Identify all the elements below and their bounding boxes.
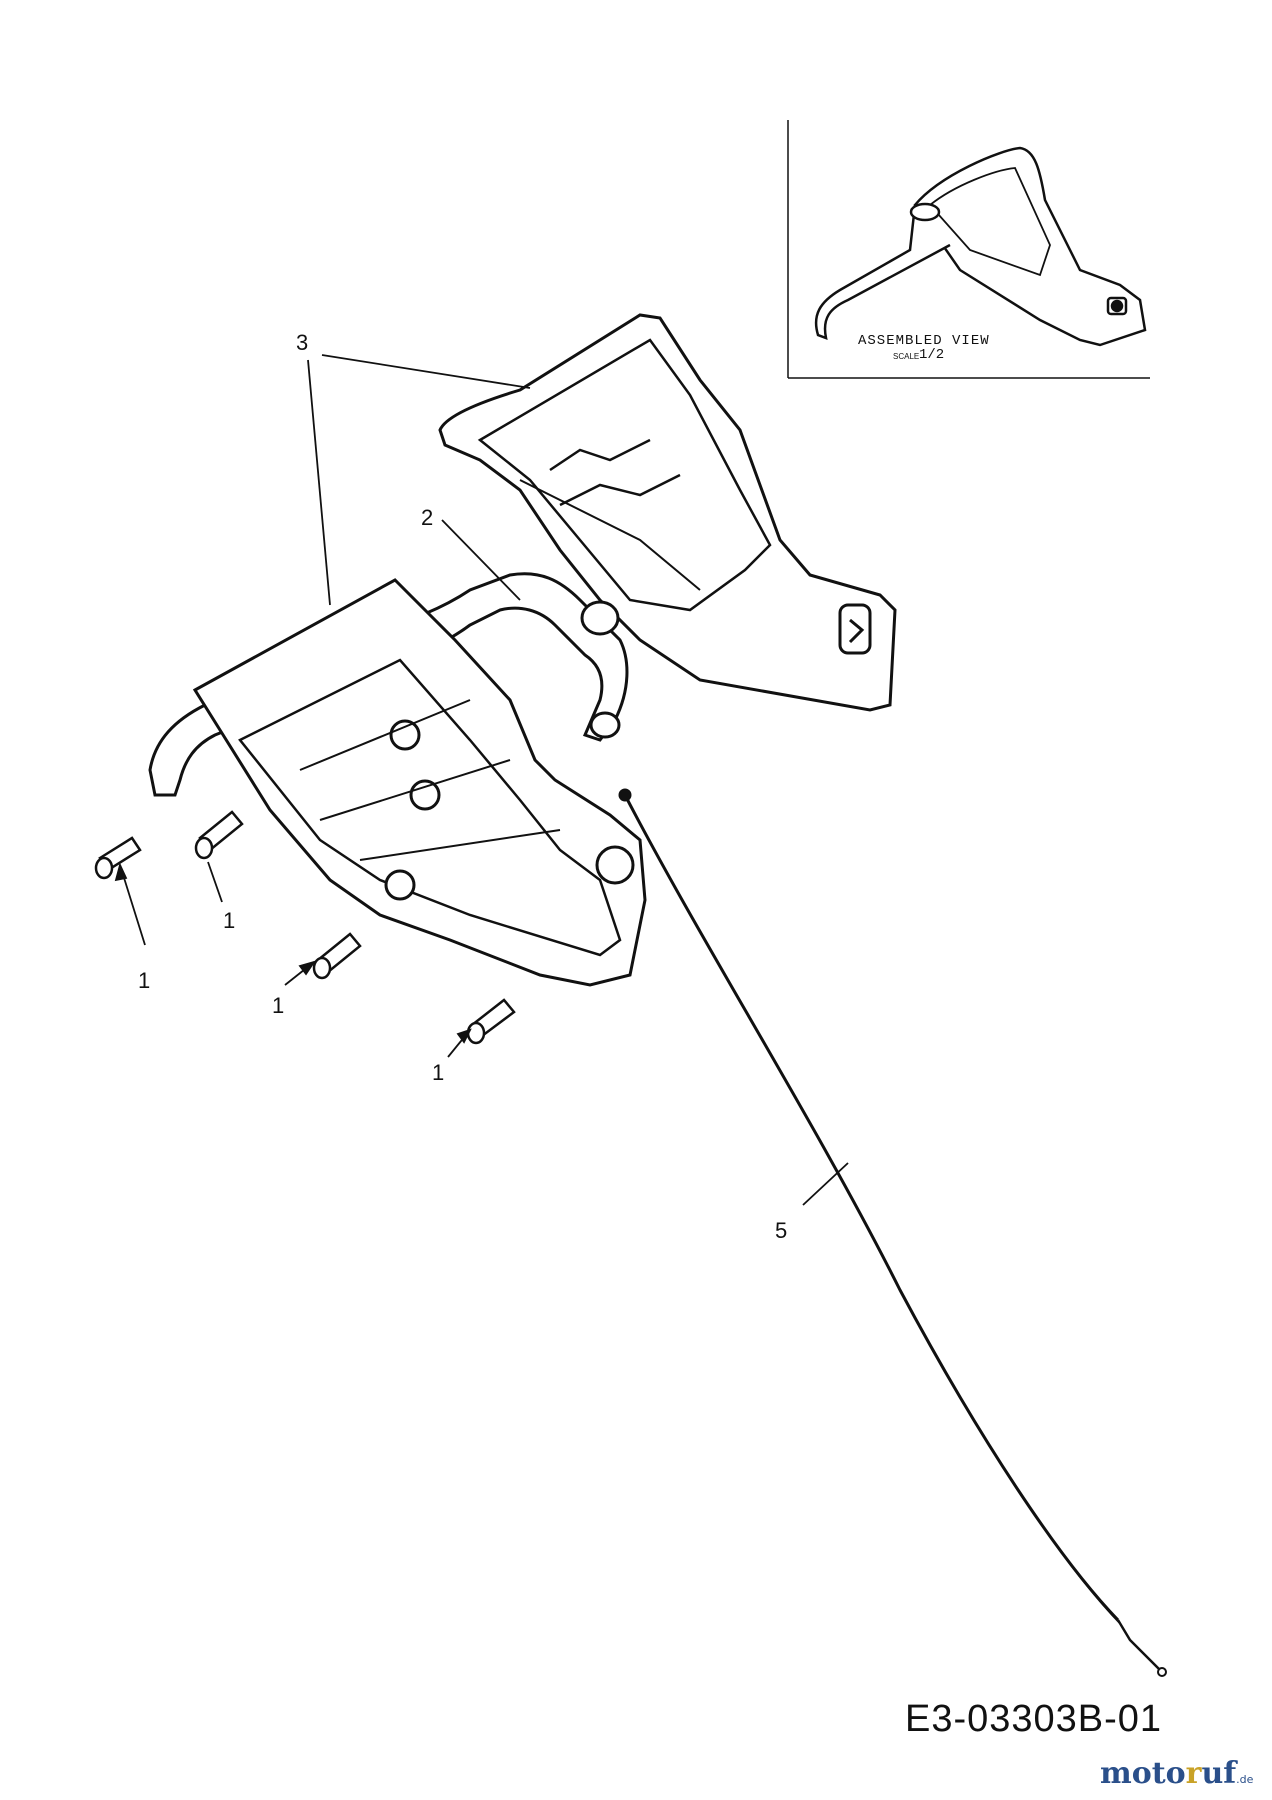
callout-3: 3 [296, 330, 309, 355]
console-cover-part-3 [438, 313, 897, 712]
shift-bracket-part-3 [192, 578, 647, 987]
drawing-number: E3-03303B-01 [905, 1698, 1163, 1740]
brand-part2: r [1185, 1756, 1202, 1791]
brand-part1: moto [1100, 1756, 1186, 1791]
callout-1a: 1 [138, 968, 151, 993]
callout-2: 2 [421, 505, 434, 530]
inset-title: ASSEMBLED VIEW [858, 333, 990, 349]
inset-frame [787, 120, 1150, 379]
screw-part-1b [194, 810, 244, 860]
leader-1b [207, 861, 223, 903]
arrow-1c [298, 960, 317, 976]
leader-3-to-cover [321, 354, 531, 389]
screw-part-1c [312, 932, 362, 980]
leader-5 [802, 1162, 849, 1206]
callout-1d: 1 [432, 1060, 445, 1085]
callout-1b: 1 [223, 908, 236, 933]
arrow-1d [456, 1028, 472, 1044]
brand-part3: uf [1201, 1756, 1237, 1791]
callout-1c: 1 [272, 993, 285, 1018]
leader-2 [441, 519, 521, 601]
screw-part-1a [94, 836, 142, 880]
leader-3-to-bracket [307, 359, 331, 606]
screw-part-1d [466, 998, 516, 1045]
inset-scale-label: SCALE [893, 352, 920, 361]
arrow-1a [114, 862, 128, 882]
cable-part-5 [618, 788, 1167, 1677]
inset-scale-value: 1/2 [919, 347, 945, 363]
leader-lines [114, 354, 849, 1206]
brand-tld: .de [1236, 1773, 1254, 1786]
assembled-view-drawing [814, 146, 1147, 347]
brand-logo: motoruf.de [1100, 1756, 1253, 1791]
callout-5: 5 [775, 1218, 788, 1243]
